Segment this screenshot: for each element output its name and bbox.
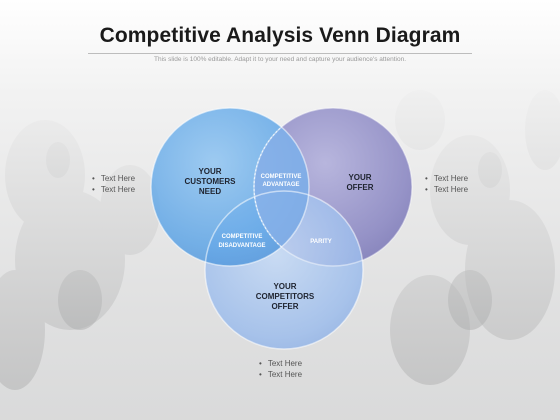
- parity-label: PARITY: [310, 239, 332, 245]
- bullet-item: Text Here: [259, 359, 302, 370]
- bullet-item: Text Here: [92, 185, 135, 196]
- customers-label-line2: CUSTOMERS: [185, 177, 237, 186]
- title-divider: [88, 53, 472, 54]
- competitors-label-line2: COMPETITORS: [256, 292, 315, 301]
- competitive-advantage-overlap: [253, 108, 309, 266]
- competitors-label-line3: OFFER: [271, 302, 298, 311]
- bullets-bottom: Text Here Text Here: [259, 359, 302, 380]
- bullet-item: Text Here: [92, 174, 135, 185]
- bullets-right: Text Here Text Here: [425, 174, 468, 195]
- bullet-item: Text Here: [259, 370, 302, 381]
- competitive-advantage-line1: COMPETITIVE: [261, 174, 302, 180]
- customers-label-line1: YOUR: [198, 167, 221, 176]
- competitive-disadvantage-line1: COMPETITIVE: [222, 234, 263, 240]
- competitive-disadvantage-line2: DISADVANTAGE: [218, 243, 265, 249]
- customers-label-line3: NEED: [199, 187, 221, 196]
- offer-label-line2: OFFER: [346, 183, 373, 192]
- bullets-left: Text Here Text Here: [92, 174, 135, 195]
- offer-label-line1: YOUR: [348, 173, 371, 182]
- competitors-label-line1: YOUR: [273, 282, 296, 291]
- page-title: Competitive Analysis Venn Diagram: [99, 24, 461, 47]
- competitive-advantage-line2: ADVANTAGE: [262, 182, 299, 188]
- page-subtitle: This slide is 100% editable. Adapt it to…: [153, 56, 406, 63]
- bullet-item: Text Here: [425, 185, 468, 196]
- bullet-item: Text Here: [425, 174, 468, 185]
